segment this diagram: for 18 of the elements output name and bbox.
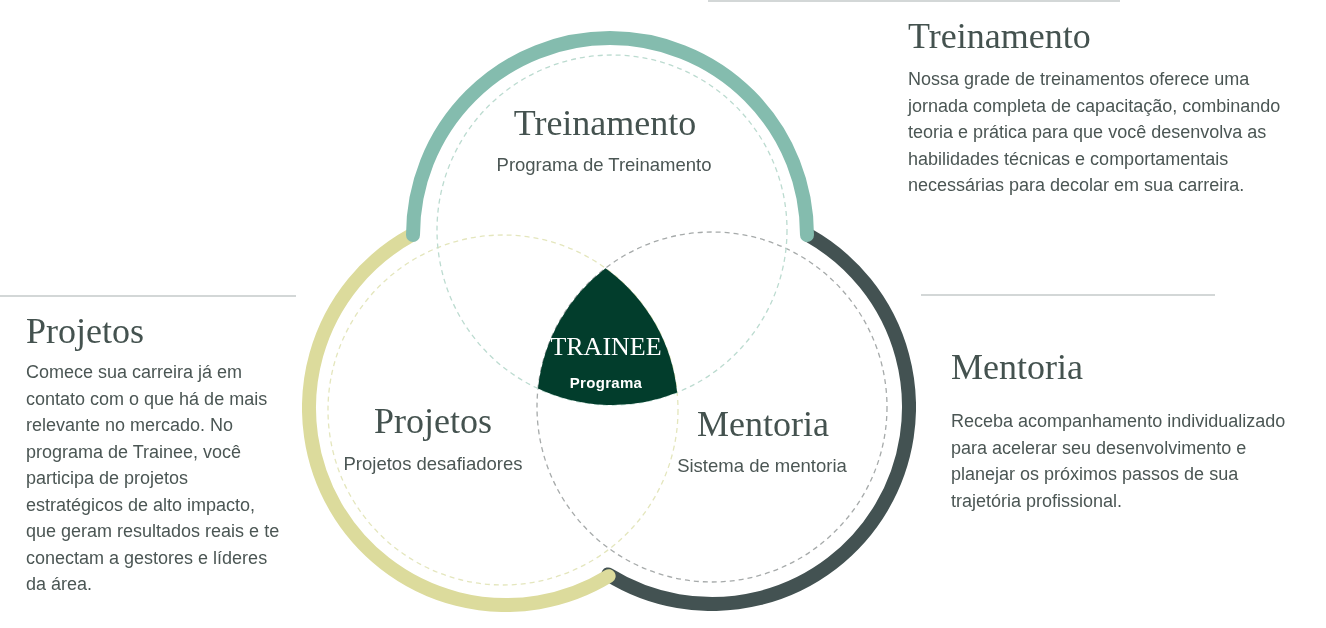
venn-circle [302,228,679,612]
intersection-region [537,268,678,405]
section-description: Nossa grade de treinamentos oferece uma jornada completa de capacitação, combinando teoria e prática para que você desenvolva as habilidades técnicas e comportamentais necessárias para decolar em sua carreira. [908,68,1282,197]
program-subtitle: Programa [569,374,643,392]
circle-subtitle: Sistema de mentoria [677,455,847,477]
circle-subtitle: Projetos desafiadores [343,453,523,475]
circle-subtitle: Programa de Treinamento [496,154,712,176]
venn-circle [406,31,814,406]
section-heading: Projetos [26,311,144,352]
circle-title: Mentoria [697,404,829,445]
circle-title: Projetos [374,401,492,442]
section-description: Comece sua carreira já em contato com o que há de mais relevante no mercado. No programa de Trainee, você participa de projetos estratégicos de alto impacto, que geram resultados reais e te conectam a gestores e líderes da área. [26,361,281,596]
program-title: TRAINEE [550,332,662,362]
circle-title: Treinamento [513,103,697,144]
venn-circle [536,228,916,611]
section-heading: Mentoria [951,347,1083,388]
section-description: Receba acompanhamento individualizado para acelerar seu desenvolvimento e planejar os próximos passos de sua trajetória profissional. [951,410,1287,513]
section-heading: Treinamento [908,16,1091,57]
